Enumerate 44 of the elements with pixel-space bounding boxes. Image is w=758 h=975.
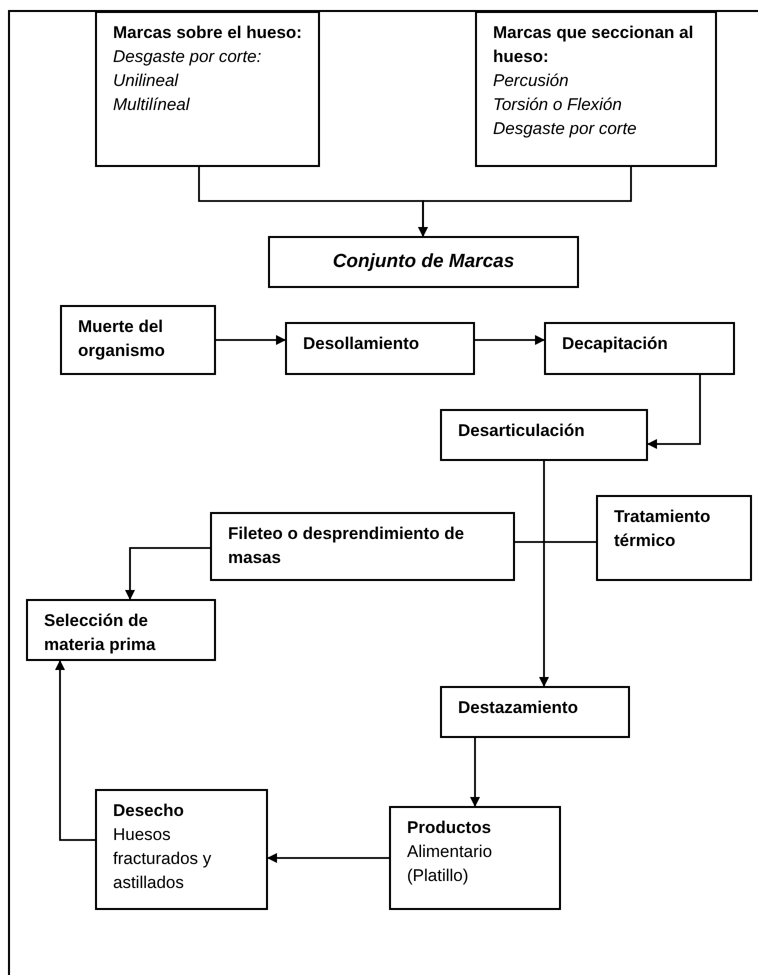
process-box [440,686,630,738]
box-title: Desollamiento [303,333,420,355]
box-title: Muerte del organismo [78,316,166,362]
box-text: Percusión [493,70,570,92]
process-box [60,305,216,375]
box-text: Unilineal [113,70,180,92]
box-title: Productos [407,817,492,839]
arrow [647,375,701,449]
box-title: Desarticulación [458,420,586,442]
box-title: Tratamiento térmico [614,506,712,552]
box-text: Torsión o Flexión [493,94,623,116]
arrow [475,335,545,345]
box-title: Selección de materia prima [44,610,156,656]
box-text: Desgaste por corte [493,118,638,140]
process-box [268,236,579,288]
arrow [55,660,95,841]
process-box [210,512,515,581]
box-text: Multilíneal [113,94,191,116]
arrow [125,547,210,600]
process-box [285,322,475,375]
box-title: Conjunto de Marcas [332,250,514,274]
box-title: Marcas que seccionan al hueso: [493,22,694,68]
arrow [216,335,286,345]
box-text: Huesos fracturados y astillados [113,824,212,894]
process-box [596,495,752,581]
box-title: Destazamiento [458,697,579,719]
arrow [267,853,389,863]
box-title: Decapitación [562,333,669,355]
process-box [26,599,216,661]
process-box [389,806,561,910]
process-box [440,409,648,461]
process-box [475,11,717,167]
arrow [418,167,632,237]
box-title: Desecho [113,800,185,822]
connector-line [515,541,596,543]
box-title: Fileteo o desprendimiento de masas [228,523,466,569]
box-text: Desgaste por corte: [113,46,262,68]
box-text: Alimentario (Platillo) [407,841,494,887]
box-title: Marcas sobre el hueso: [113,22,302,44]
process-box [95,789,268,910]
arrow [539,461,549,687]
process-box [544,322,735,375]
process-box [95,11,320,167]
arrow [470,738,480,807]
